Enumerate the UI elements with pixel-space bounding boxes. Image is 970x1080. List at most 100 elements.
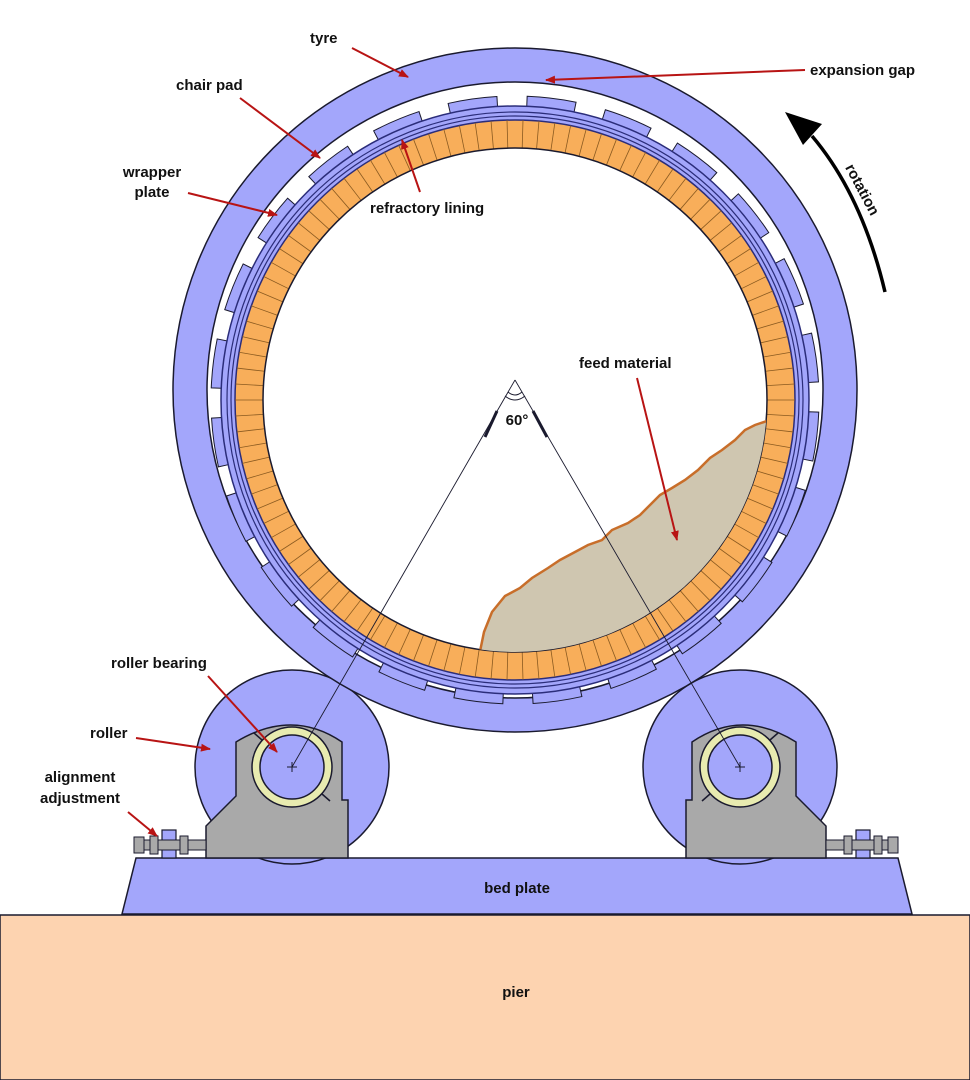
brick-joint — [619, 629, 632, 655]
brick-joint — [746, 497, 774, 510]
chair-pad — [801, 332, 819, 384]
brick-joint — [288, 547, 312, 565]
brick-joint — [239, 442, 267, 449]
chair-pad — [774, 257, 805, 308]
brick-joint — [536, 120, 540, 149]
rotation-arrow-icon — [810, 134, 887, 293]
brick-joint — [668, 599, 687, 622]
wrapper-plate-label-line2: plate — [134, 184, 169, 201]
brick-joint — [308, 570, 330, 590]
brick-joint — [644, 615, 660, 640]
brick-joint — [756, 470, 784, 480]
chair-pad — [210, 338, 228, 389]
angle-line-left — [291, 379, 516, 768]
brick-joint — [700, 210, 722, 230]
roller-bearing-arrow — [207, 675, 278, 753]
brick-joint — [718, 547, 742, 565]
brick-joint — [656, 168, 674, 193]
brick-joint — [726, 535, 751, 552]
brick-joint — [656, 607, 674, 632]
chair-pad — [224, 263, 253, 314]
brick-joint — [690, 198, 711, 220]
brick-joint — [239, 351, 267, 358]
brick-joint — [413, 138, 424, 166]
brick-joint — [760, 456, 788, 464]
brick-joint — [756, 320, 784, 330]
chair-pad — [730, 193, 770, 239]
brick-joint — [428, 639, 438, 667]
angle-arc — [507, 391, 523, 396]
brick-joint — [256, 497, 284, 510]
chair-pad — [601, 109, 652, 138]
brick-joint — [235, 383, 264, 387]
brick-joint — [297, 559, 321, 578]
brick-joint — [370, 615, 386, 640]
alignment-adjustment-label-line1: alignment — [45, 769, 116, 786]
brick-joint — [263, 510, 290, 524]
chair-pad — [447, 96, 499, 114]
angle-line-right — [514, 379, 741, 768]
brick-joint — [765, 428, 794, 433]
brick-joint — [718, 235, 742, 253]
bearing-split-right-b — [701, 793, 711, 802]
chair-pads — [210, 95, 820, 705]
brick-joint — [606, 138, 617, 166]
brick-joint — [383, 622, 398, 648]
bearing-split-left-a — [253, 732, 263, 741]
tyre-label: tyre — [310, 30, 338, 47]
brick-joint — [709, 559, 733, 578]
chair-pad — [308, 145, 354, 185]
brick-joint — [690, 580, 711, 602]
pier — [0, 914, 970, 1080]
chair-pad — [378, 662, 429, 691]
brick-joint — [679, 590, 699, 612]
brick-joint — [752, 484, 779, 495]
brick-joint — [760, 336, 788, 344]
brick-joint — [474, 649, 480, 678]
refractory-lining-label: refractory lining — [370, 200, 484, 217]
brick-joint — [521, 120, 524, 149]
chair-pad — [312, 619, 359, 658]
brick-joint — [383, 152, 398, 178]
brick-joint — [263, 276, 290, 290]
chair-pad-arrow — [239, 97, 321, 159]
brick-joint — [763, 351, 791, 358]
chair-pad — [225, 492, 256, 543]
brick-joint — [726, 248, 751, 265]
chair-pad — [211, 416, 229, 468]
brick-joint — [709, 222, 733, 241]
brick-joint — [356, 168, 374, 193]
brick-joint — [536, 651, 540, 680]
brick-joint — [734, 523, 760, 539]
chair-pad — [676, 615, 722, 655]
chair-pad — [526, 95, 577, 113]
brick-joint — [413, 634, 424, 662]
alignment-bolt-right — [825, 829, 899, 859]
shell-ring-1 — [226, 111, 804, 689]
tyre-arrow — [351, 47, 409, 78]
brick-joint — [752, 305, 779, 316]
brick-joint — [279, 535, 304, 552]
brick-joint — [319, 198, 340, 220]
chair-pad — [734, 556, 773, 603]
brick-joint — [331, 590, 351, 612]
brick-joint — [319, 580, 340, 602]
brick-joint — [308, 210, 330, 230]
brick-joint — [592, 133, 602, 161]
chair-pad — [453, 687, 504, 705]
rotation-arrowhead-icon — [785, 112, 822, 145]
brick-joint — [550, 122, 556, 151]
brick-joint — [506, 120, 509, 149]
chair-pad — [777, 486, 806, 537]
brick-joint — [288, 235, 312, 253]
brick-joint — [242, 336, 270, 344]
brick-joint — [490, 651, 494, 680]
brick-joint — [765, 367, 794, 372]
bed-plate-label: bed plate — [484, 880, 550, 897]
brick-joint — [668, 178, 687, 201]
brick-joint — [740, 510, 767, 524]
brick-joint — [251, 484, 278, 495]
shell-ring-2 — [230, 115, 800, 685]
brick-joint — [763, 442, 791, 449]
brick-joint — [428, 133, 438, 161]
